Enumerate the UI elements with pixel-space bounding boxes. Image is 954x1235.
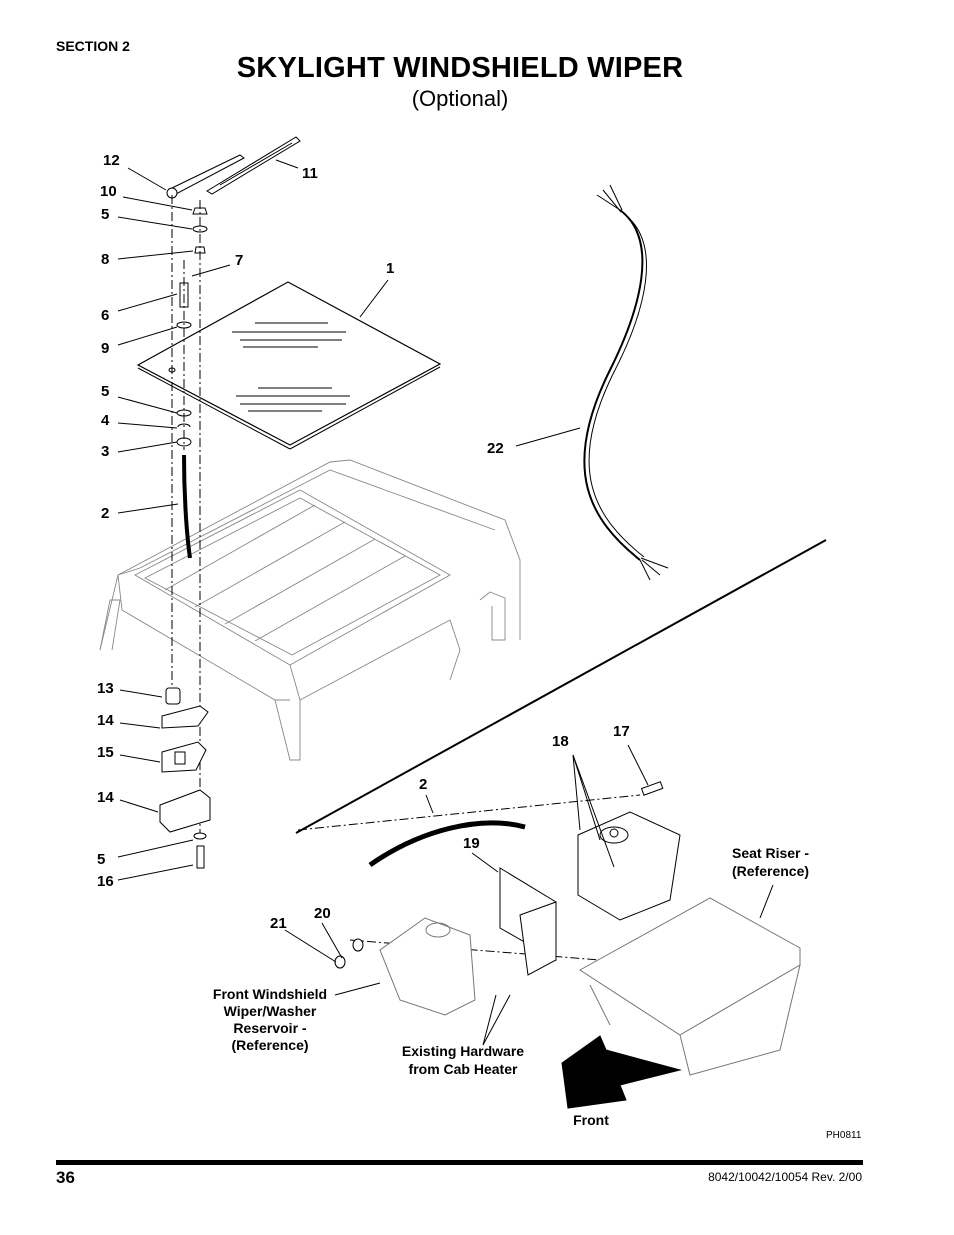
reservoir-drawing (379, 917, 476, 1016)
callout-14-top: 14 (97, 712, 114, 729)
callout-5-bottom: 5 (97, 851, 105, 868)
callout-8: 8 (101, 251, 109, 268)
callout-3: 3 (101, 443, 109, 460)
seat-riser-label-line2: (Reference) (732, 863, 809, 879)
callout-12: 12 (103, 152, 120, 169)
callout-2-bottom: 2 (419, 776, 427, 793)
page-number: 36 (56, 1168, 75, 1187)
callout-14-bottom: 14 (97, 789, 114, 806)
section-label: SECTION 2 (56, 38, 130, 54)
washer-hose-drawing (182, 454, 526, 868)
callout-1: 1 (386, 260, 394, 277)
hardware-label-line1: Existing Hardware (402, 1043, 524, 1059)
callout-21: 21 (270, 915, 287, 932)
washer-pump-drawing (577, 811, 681, 921)
callout-5-top: 5 (101, 206, 109, 223)
wiper-hardware-stack (176, 207, 208, 447)
page-title: SKYLIGHT WINDSHIELD WIPER (236, 52, 684, 84)
skylight-panel-drawing (136, 281, 442, 450)
callout-5-mid: 5 (101, 383, 109, 400)
page-subtitle: (Optional) (411, 86, 509, 111)
wiper-motor-assembly-drawing (159, 687, 211, 869)
callout-17: 17 (613, 723, 630, 740)
callout-2-top: 2 (101, 505, 109, 522)
front-label: Front (573, 1112, 609, 1128)
mounting-bracket-drawing (499, 867, 557, 976)
seat-riser-label-line1: Seat Riser - (732, 845, 809, 861)
washer-drawing (334, 955, 346, 969)
nut-drawing (352, 938, 364, 952)
callout-13: 13 (97, 680, 114, 697)
cab-roof-drawing (99, 459, 521, 761)
section-divider-line (295, 539, 827, 834)
front-direction-arrow (561, 1035, 682, 1109)
callout-7: 7 (235, 252, 243, 269)
reservoir-label-line1: Front Windshield (213, 986, 327, 1002)
photo-id: PH0811 (826, 1130, 862, 1141)
screw-drawing (640, 781, 664, 796)
callout-18: 18 (552, 733, 569, 750)
seat-riser-drawing (579, 897, 801, 1076)
callout-19: 19 (463, 835, 480, 852)
reservoir-label-line4: (Reference) (231, 1037, 308, 1053)
callout-11: 11 (302, 165, 318, 182)
callout-10: 10 (100, 183, 117, 200)
callout-6: 6 (101, 307, 109, 324)
callout-leader-lines (117, 159, 774, 1046)
reservoir-label-line3: Reservoir - (233, 1020, 306, 1036)
wire-harness-drawing (583, 184, 669, 581)
callout-15: 15 (97, 744, 114, 761)
reservoir-label-line2: Wiper/Washer (224, 1003, 317, 1019)
callout-20: 20 (314, 905, 331, 922)
callout-16: 16 (97, 873, 114, 890)
footer-rule (56, 1160, 863, 1165)
callout-4: 4 (101, 412, 110, 429)
callout-9: 9 (101, 340, 109, 357)
wiper-blade-drawing (166, 136, 301, 199)
document-number: 8042/10042/10054 Rev. 2/00 (708, 1170, 862, 1184)
callout-22: 22 (487, 440, 504, 457)
hardware-label-line2: from Cab Heater (409, 1061, 518, 1077)
